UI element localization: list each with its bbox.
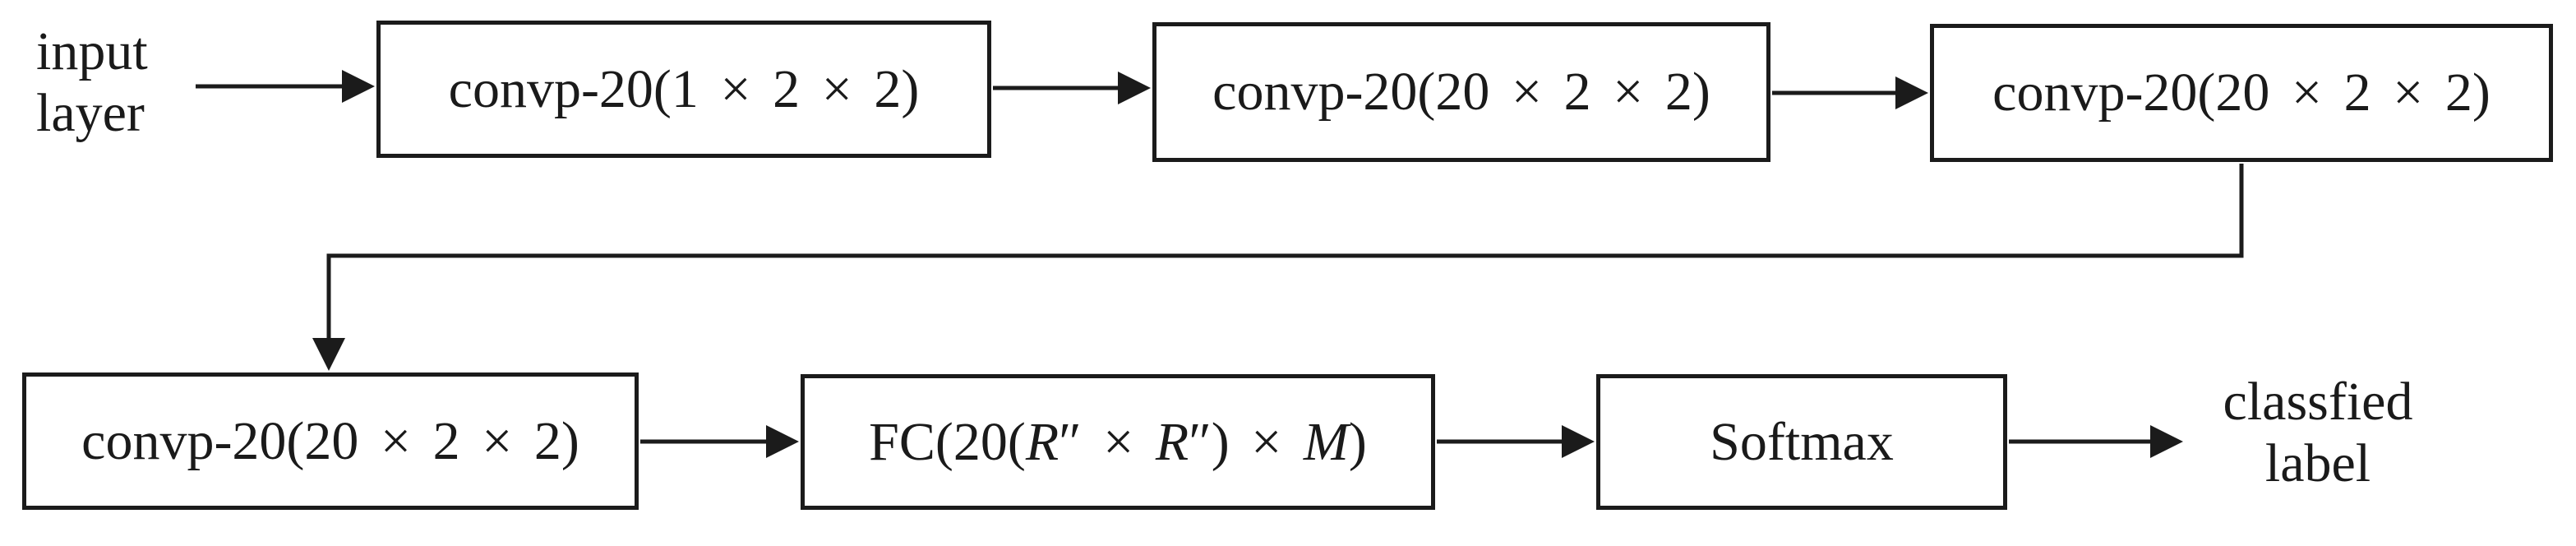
node-conv4-label: convp-20(20 × 2 × 2): [81, 410, 579, 471]
classified-label-line2: label: [2264, 433, 2371, 493]
node-fc: FC(20(R″ × R″) × M): [801, 374, 1435, 510]
node-conv4: convp-20(20 × 2 × 2): [22, 372, 639, 510]
classified-label-text: classfied label: [2178, 372, 2458, 494]
node-conv2-label: convp-20(20 × 2 × 2): [1212, 62, 1710, 122]
node-conv1: convp-20(1 × 2 × 2): [376, 21, 991, 158]
node-conv1-label: convp-20(1 × 2 × 2): [448, 58, 920, 119]
node-conv3: convp-20(20 × 2 × 2): [1930, 24, 2553, 162]
input-layer-label-line1: input: [36, 21, 148, 81]
node-softmax: Softmax: [1596, 374, 2007, 510]
node-fc-label: FC(20(R″ × R″) × M): [869, 411, 1367, 472]
node-softmax-label: Softmax: [1710, 411, 1894, 472]
classified-label-line1: classfied: [2223, 372, 2413, 432]
node-conv2: convp-20(20 × 2 × 2): [1152, 22, 1770, 162]
node-conv3-label: convp-20(20 × 2 × 2): [1992, 62, 2491, 123]
elbow-connector-conv3-to-conv4: [312, 164, 2244, 371]
input-layer-label-line2: layer: [36, 82, 145, 143]
input-layer-label: input layer: [36, 21, 148, 144]
